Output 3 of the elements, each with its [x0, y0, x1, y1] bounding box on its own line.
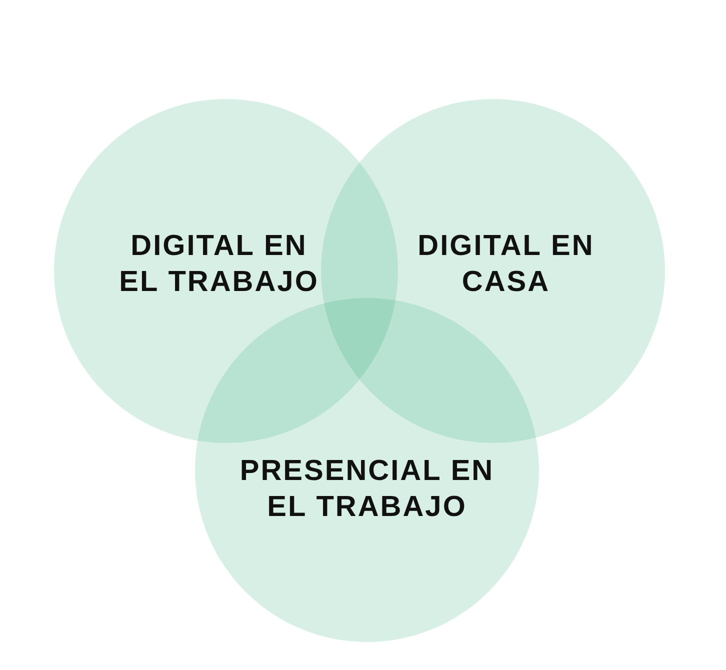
- circle-label: DIGITAL EN CASA: [416, 229, 596, 300]
- circle-label: DIGITAL EN EL TRABAJO: [118, 229, 320, 300]
- circle-label: PRESENCIAL EN EL TRABAJO: [238, 454, 496, 525]
